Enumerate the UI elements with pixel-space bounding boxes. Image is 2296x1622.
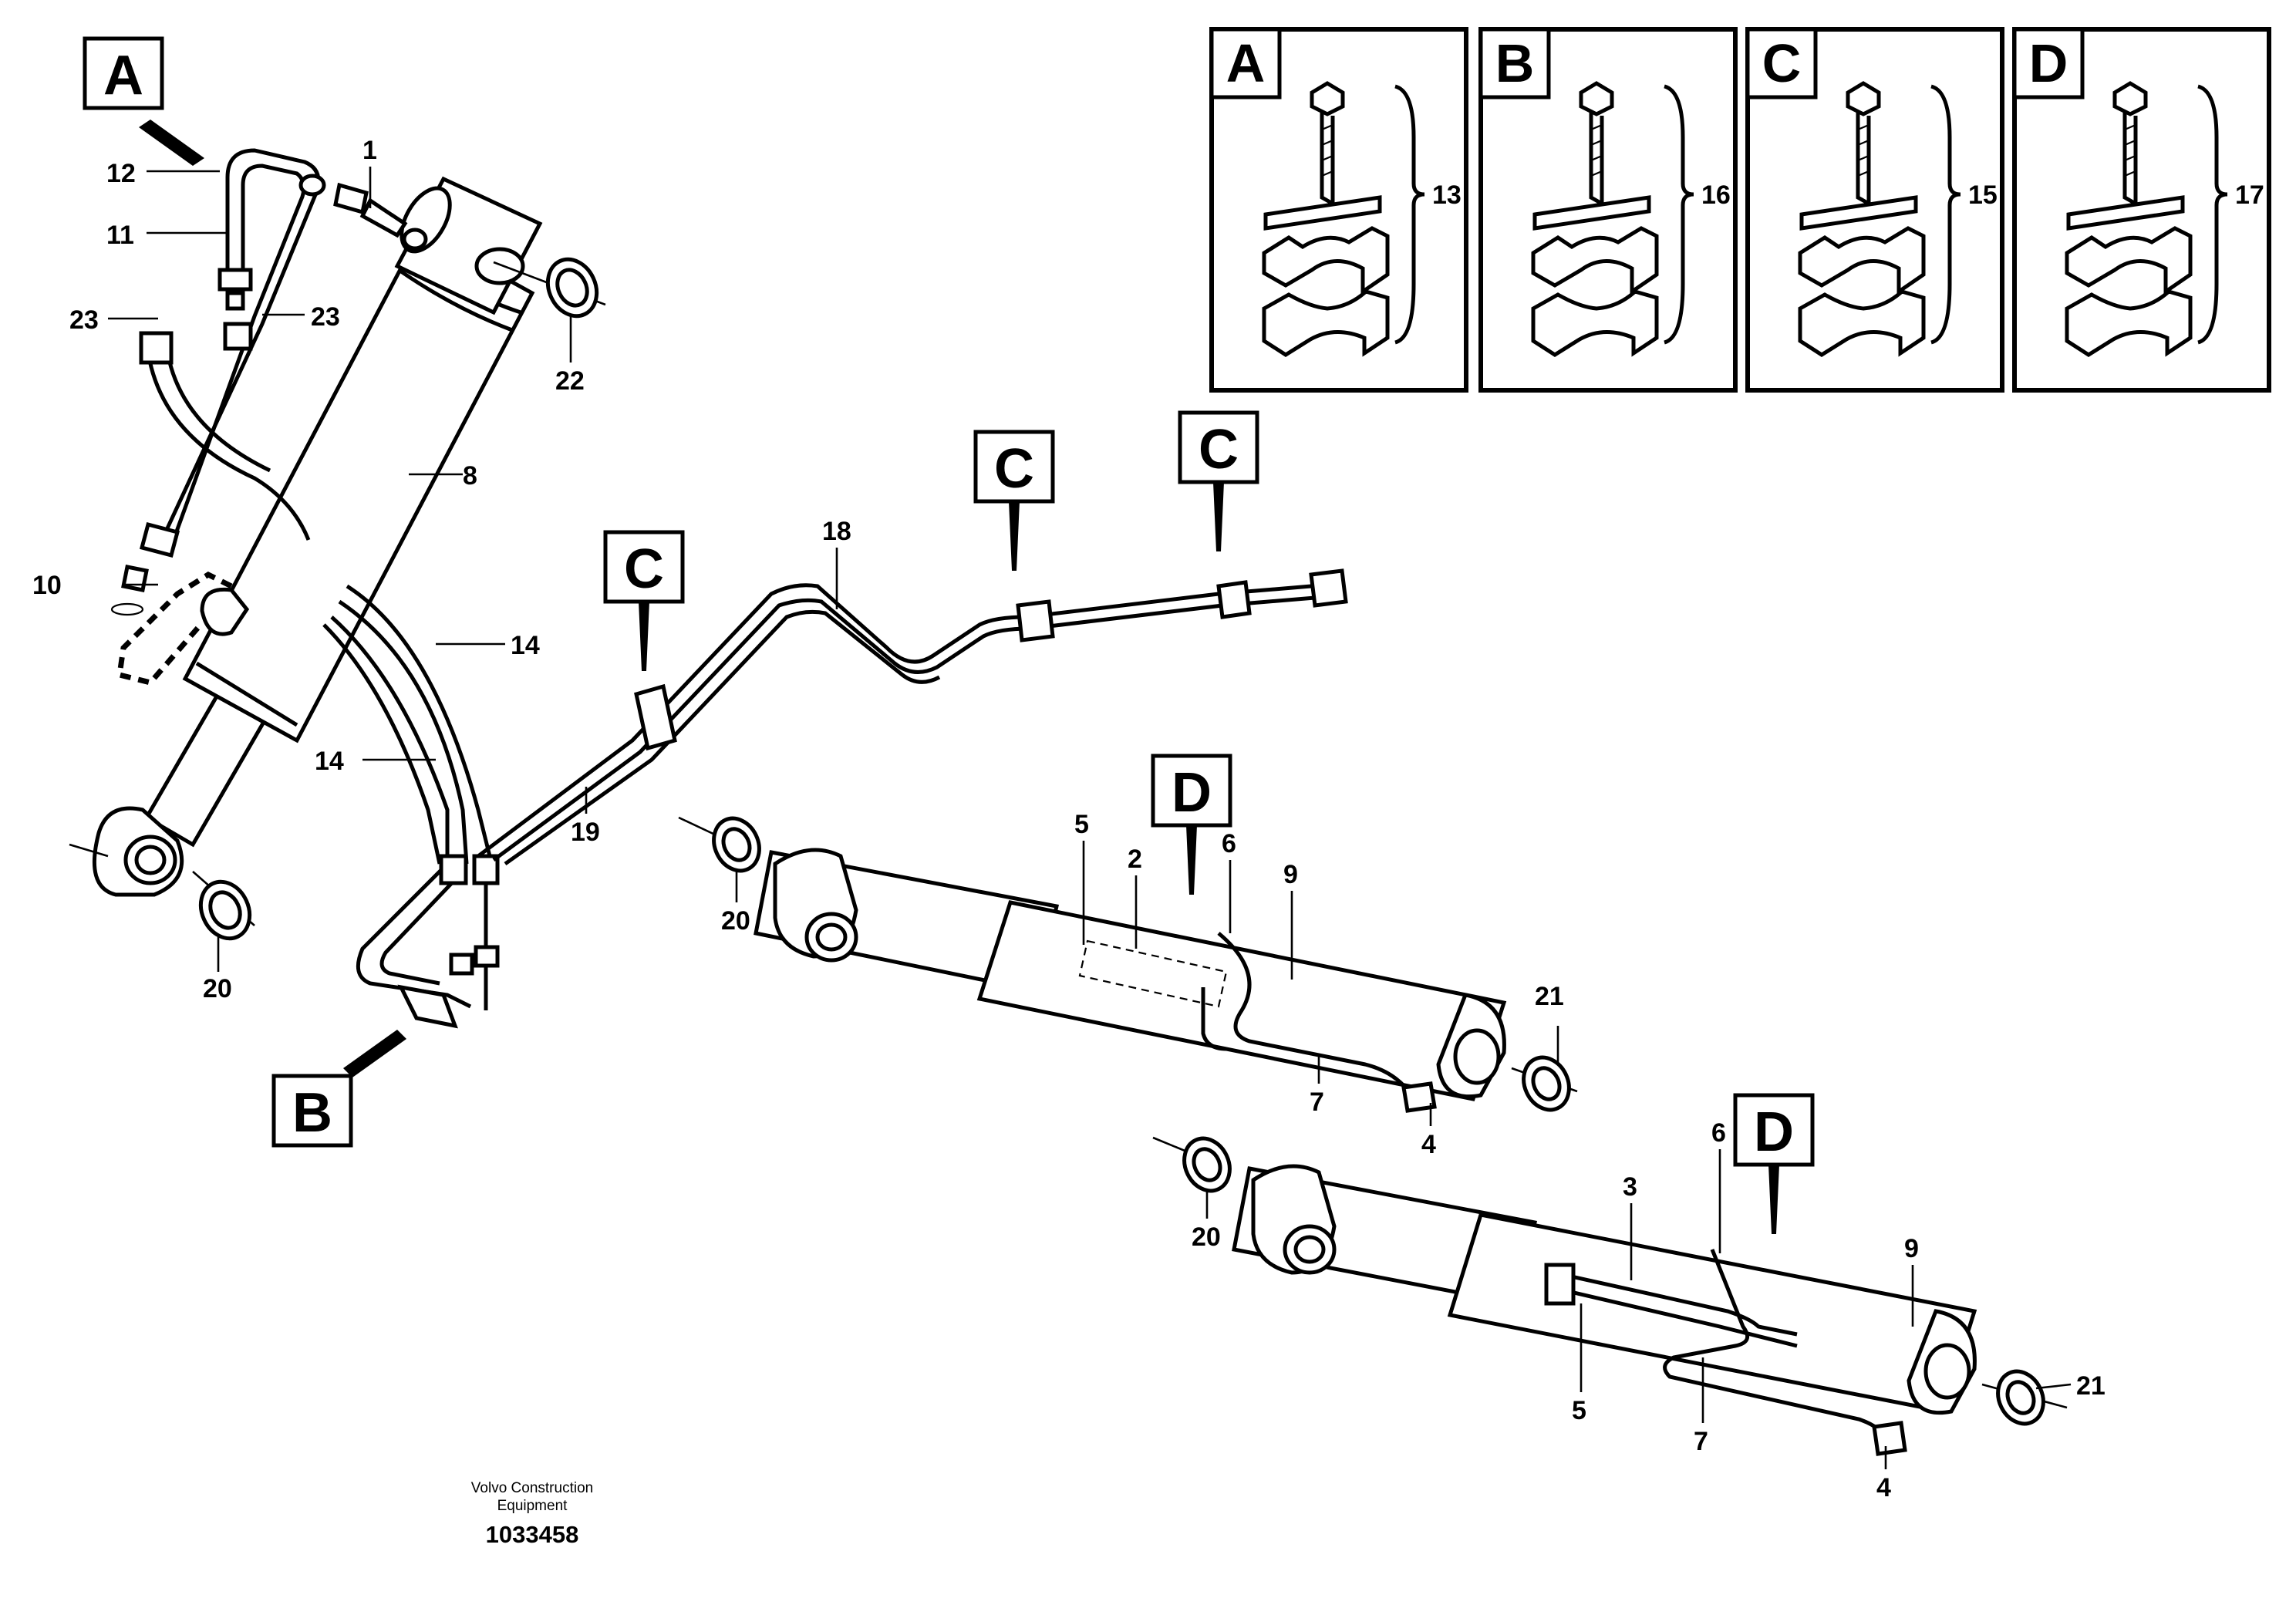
callout-5-lower: 5 — [1572, 1396, 1586, 1425]
callout-19: 19 — [571, 818, 600, 847]
svg-text:D: D — [1172, 762, 1212, 824]
clamp-assembly-d — [2065, 81, 2228, 357]
pipes-18-19 — [477, 568, 1348, 866]
footer-line-1: Volvo Construction — [471, 1480, 593, 1496]
callout-22: 22 — [555, 366, 585, 396]
clamp-assembly-a — [1262, 81, 1425, 357]
view-marker-c2: C — [973, 430, 1055, 571]
inset-c-letter: C — [1762, 33, 1802, 93]
callout-3: 3 — [1623, 1172, 1637, 1202]
inset-a-ref: 13 — [1432, 180, 1462, 210]
upright-cylinder — [69, 176, 606, 941]
callout-14-lower: 14 — [315, 747, 344, 776]
callout-1: 1 — [362, 136, 377, 165]
callout-4-middle: 4 — [1421, 1130, 1436, 1159]
callout-23-left: 23 — [69, 305, 99, 335]
callout-5-middle: 5 — [1074, 810, 1089, 839]
callout-7-middle: 7 — [1310, 1088, 1324, 1117]
callout-6-lower: 6 — [1711, 1118, 1726, 1148]
callout-4-lower: 4 — [1876, 1473, 1891, 1502]
clamp-assembly-b — [1531, 81, 1694, 357]
inset-b-ref: 16 — [1701, 180, 1731, 210]
hoses-left — [110, 148, 500, 1029]
inset-a: A 13 — [1209, 27, 1468, 393]
view-marker-d1: D — [1151, 754, 1232, 895]
callout-7-lower: 7 — [1694, 1427, 1708, 1456]
svg-text:C: C — [1199, 419, 1239, 481]
clamp-assembly-c — [1798, 81, 1961, 357]
view-marker-d2: D — [1733, 1093, 1815, 1234]
callout-2: 2 — [1128, 845, 1142, 874]
view-markers: A B C C C D D — [83, 36, 1815, 1234]
callout-12: 12 — [106, 159, 136, 188]
callout-6-middle: 6 — [1222, 829, 1236, 858]
callout-numbers: 12 11 23 23 1 8 10 14 14 18 19 20 20 20 … — [32, 136, 2106, 1502]
callout-11: 11 — [106, 221, 134, 250]
inset-panels: A 13 B — [1209, 27, 2271, 393]
callout-8: 8 — [463, 461, 477, 491]
inset-c: C 15 — [1745, 27, 2004, 393]
callout-20-left: 20 — [203, 974, 232, 1003]
svg-text:C: C — [994, 438, 1034, 500]
svg-text:C: C — [624, 538, 664, 600]
svg-text:A: A — [103, 45, 143, 106]
inset-b: B 16 — [1478, 27, 1738, 393]
callout-23-right: 23 — [311, 302, 340, 332]
callout-14-upper: 14 — [511, 631, 540, 660]
lower-cylinder — [1152, 1136, 2068, 1456]
middle-cylinder — [678, 816, 1578, 1113]
inset-d-letter: D — [2029, 33, 2068, 93]
callout-21-lower: 21 — [2076, 1371, 2106, 1401]
footer-line-2: Equipment — [497, 1498, 568, 1514]
inset-d: D 17 — [2012, 27, 2271, 393]
inset-c-ref: 15 — [1968, 180, 1998, 210]
view-marker-a: A — [83, 36, 204, 166]
callout-9-lower: 9 — [1904, 1234, 1919, 1263]
svg-text:D: D — [1754, 1101, 1794, 1163]
callout-20-middle: 20 — [721, 906, 750, 936]
view-marker-c1: C — [603, 530, 685, 671]
inset-a-letter: A — [1226, 33, 1266, 93]
callout-21-middle: 21 — [1535, 982, 1564, 1011]
view-marker-b: B — [271, 1030, 406, 1148]
leader-lines — [108, 167, 2072, 1469]
svg-text:B: B — [292, 1082, 332, 1144]
callout-20-lower: 20 — [1192, 1222, 1221, 1252]
callout-10: 10 — [32, 571, 62, 600]
diagram-ref-number: 1033458 — [486, 1521, 579, 1548]
footer: Volvo Construction Equipment 1033458 — [471, 1480, 593, 1548]
callout-9-middle: 9 — [1283, 860, 1298, 889]
callout-18: 18 — [822, 517, 851, 546]
inset-b-letter: B — [1495, 33, 1535, 93]
view-marker-c3: C — [1178, 410, 1259, 551]
inset-d-ref: 17 — [2235, 180, 2264, 210]
